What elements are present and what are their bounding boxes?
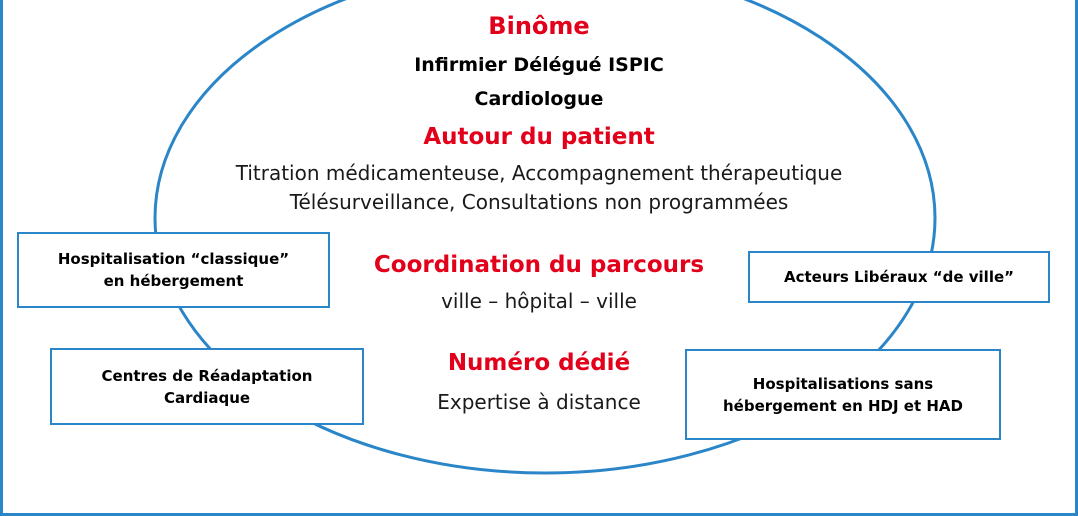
box-acteurs-liberaux-line1: Acteurs Libéraux “de ville” [783, 268, 1014, 286]
central-ellipse [153, 0, 937, 475]
binome-role-cardiologist: Cardiologue [474, 88, 604, 110]
box-acteurs-liberaux: Acteurs Libéraux “de ville” [748, 251, 1050, 303]
box-hospitalisations-sans-hebergement-line1: Hospitalisations sans [752, 374, 934, 393]
binome-role-nurse: Infirmier Délégué ISPIC [414, 54, 664, 76]
box-centres-readaptation-line1: Centres de Réadaptation [101, 366, 313, 385]
numero-title: Numéro dédié [447, 350, 631, 376]
coordination-title: Coordination du parcours [373, 252, 705, 278]
patient-title: Autour du patient [423, 124, 655, 150]
box-hospitalisation-classique-line1: Hospitalisation “classique” [57, 250, 290, 268]
numero-expertise: Expertise à distance [437, 390, 641, 414]
patient-services-2: Télésurveillance, Consultations non prog… [289, 190, 789, 214]
box-hospitalisation-classique: Hospitalisation “classique” en hébergeme… [17, 232, 330, 308]
coordination-path: ville – hôpital – ville [441, 289, 637, 313]
box-hospitalisations-sans-hebergement: Hospitalisations sans hébergement en HDJ… [685, 349, 1001, 440]
box-centres-readaptation-line2: Cardiaque [163, 388, 251, 407]
box-centres-readaptation: Centres de Réadaptation Cardiaque [50, 348, 364, 425]
binome-title: Binôme [488, 12, 590, 40]
box-hospitalisations-sans-hebergement-line2: hébergement en HDJ et HAD [722, 396, 963, 415]
patient-services-1: Titration médicamenteuse, Accompagnement… [235, 161, 843, 185]
box-hospitalisation-classique-line2: en hébergement [103, 272, 244, 290]
